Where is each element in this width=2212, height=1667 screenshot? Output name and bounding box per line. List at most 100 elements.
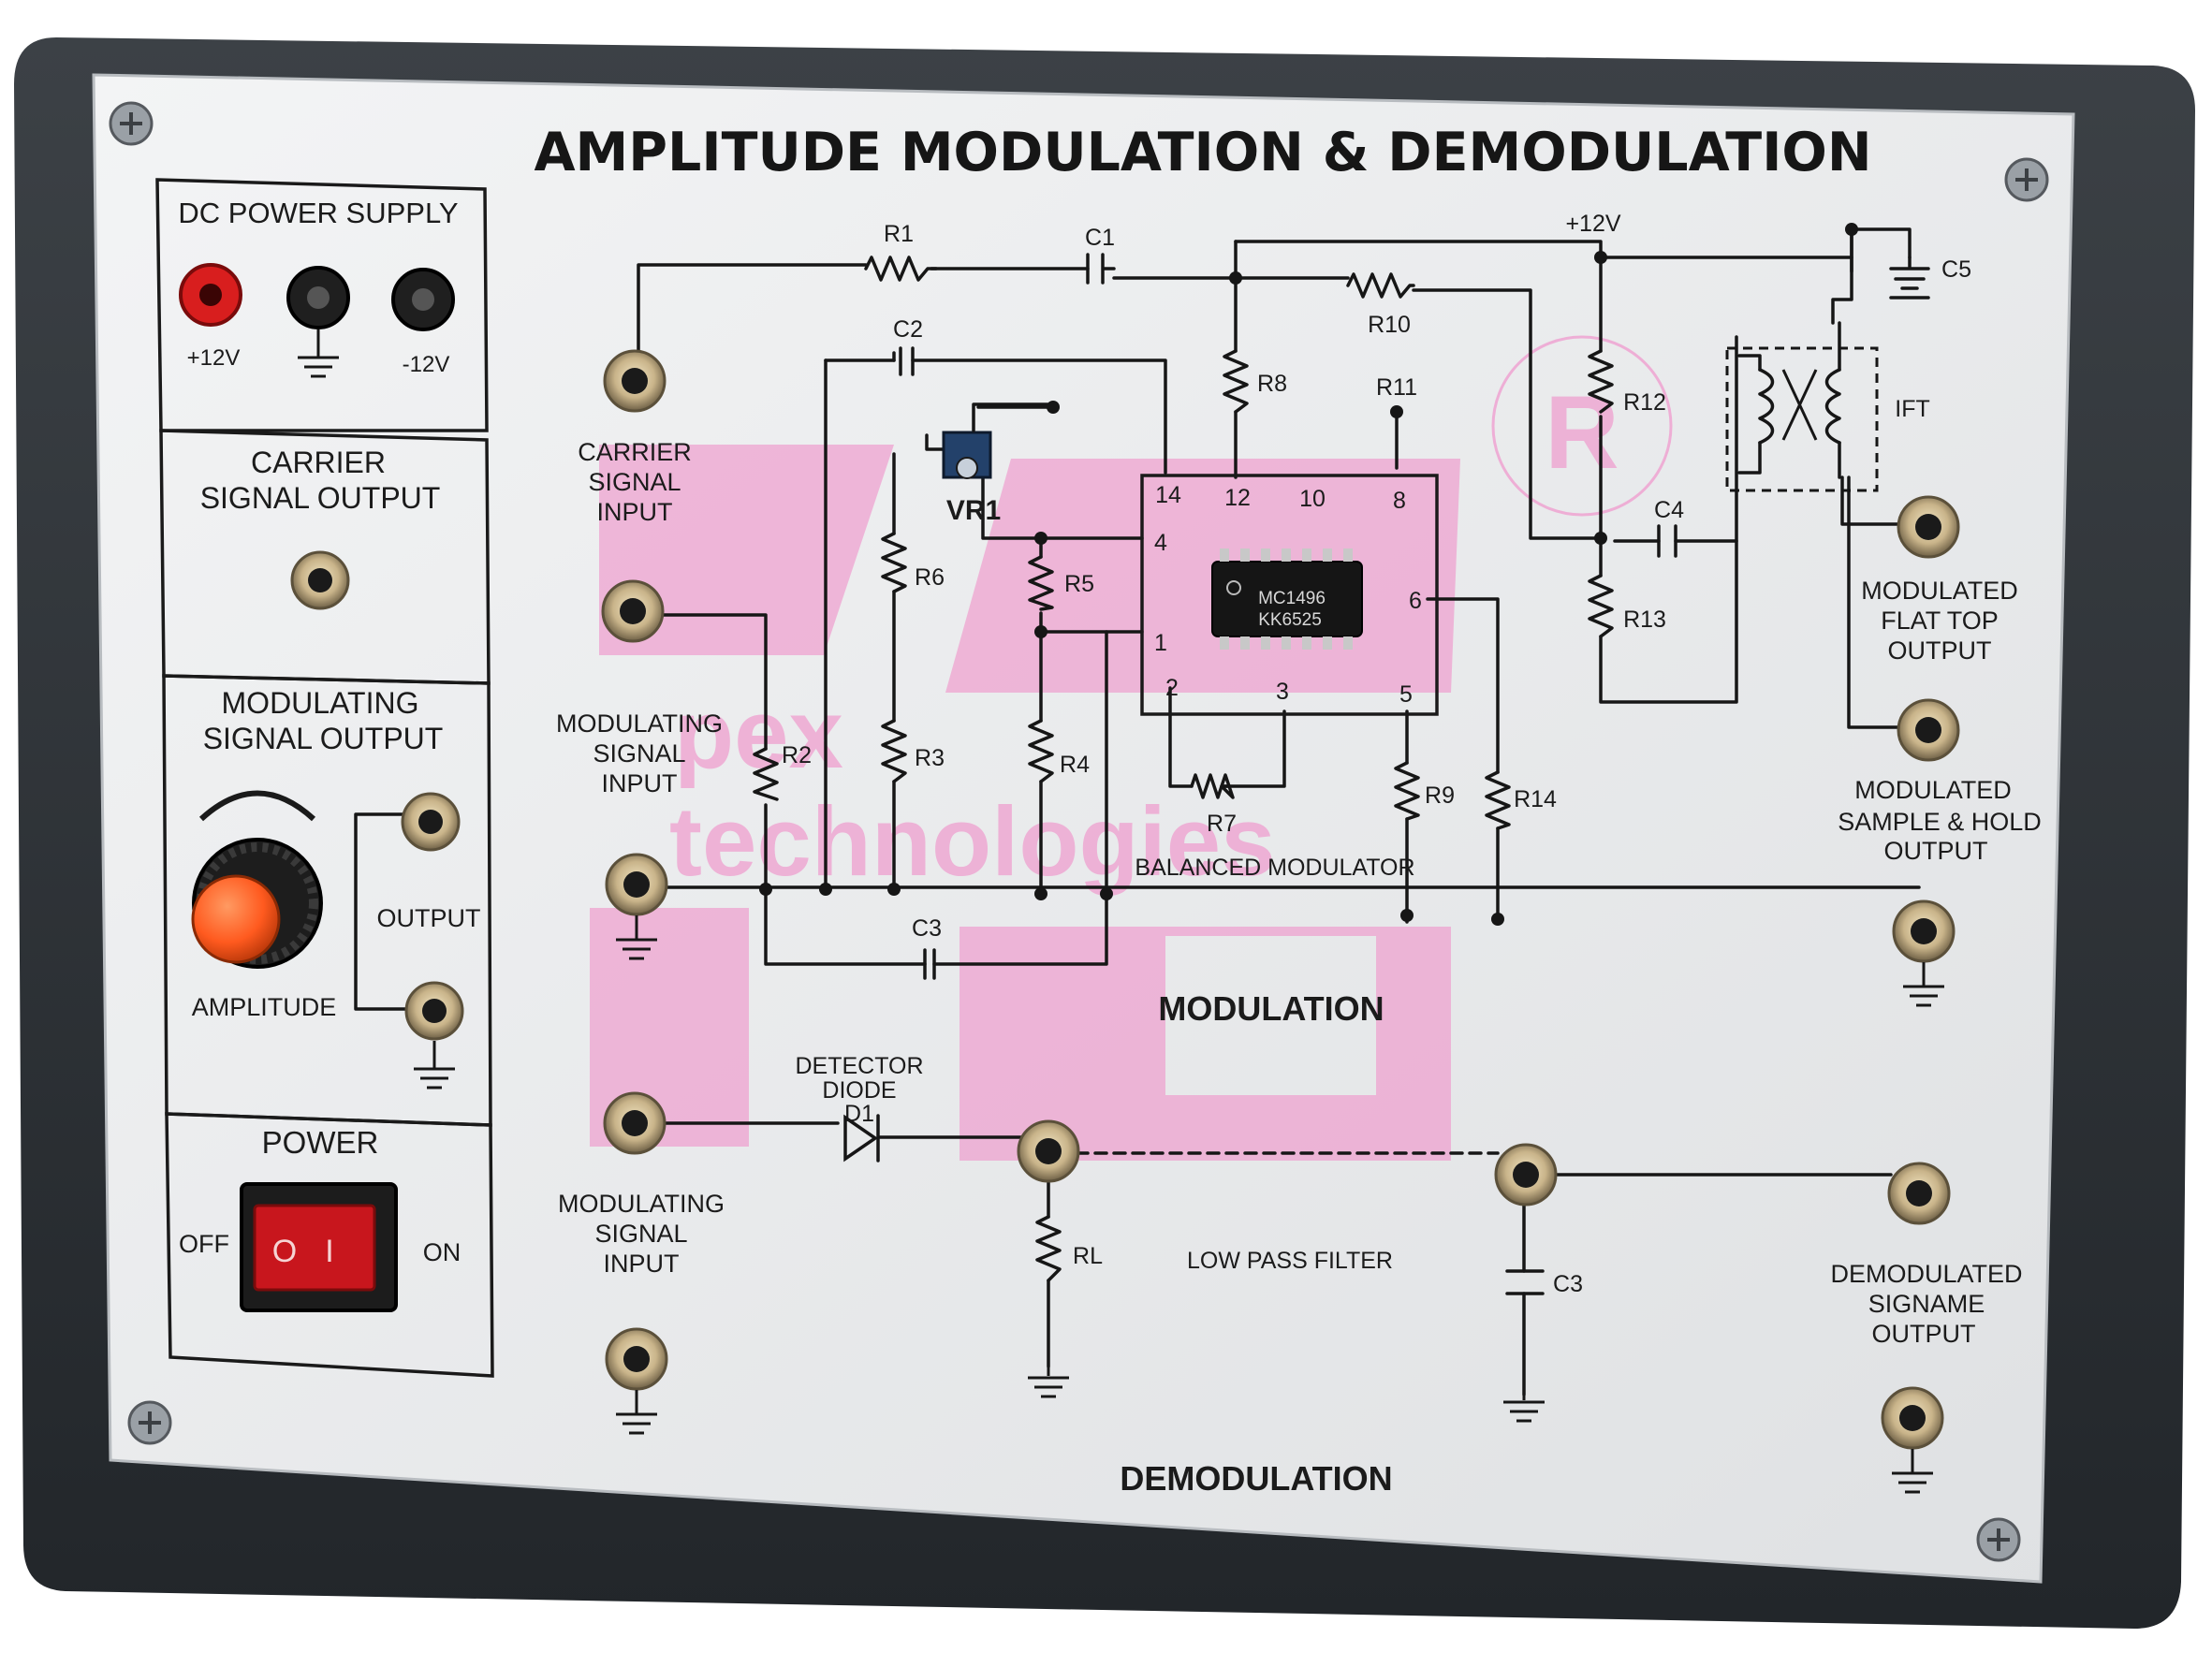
registered-mark: R xyxy=(1545,375,1619,490)
sample-hold-label-2: SAMPLE & HOLD xyxy=(1838,808,2042,836)
power-on-label: ON xyxy=(423,1238,461,1266)
ground-symbol-icon xyxy=(1028,1367,1069,1398)
ground-symbol-icon xyxy=(616,1390,657,1435)
ic-pin-1: 1 xyxy=(1154,630,1167,656)
resistor-r5 xyxy=(1028,555,1054,611)
label-r12: R12 xyxy=(1623,389,1666,416)
modulation-section-label: MODULATION xyxy=(1158,989,1384,1028)
resistor-r7 xyxy=(1190,773,1235,799)
capacitor-c3-lpf xyxy=(1505,1269,1545,1295)
minus12v-terminal[interactable] xyxy=(391,268,455,331)
resistor-r14 xyxy=(1485,770,1511,830)
detector-label-2: DIODE xyxy=(822,1077,896,1104)
capacitor-c1 xyxy=(1086,253,1116,285)
vr1-potentiometer[interactable] xyxy=(942,402,1055,479)
plus12v-label: +12V xyxy=(187,345,241,371)
label-rl: RL xyxy=(1073,1243,1103,1269)
modulation-ground-jack[interactable] xyxy=(605,853,668,916)
balanced-modulator-label: BALANCED MODULATOR xyxy=(1135,855,1414,881)
demodulation-ground-jack[interactable] xyxy=(605,1327,668,1391)
power-label: POWER xyxy=(262,1125,379,1160)
modulating-input-jack-bottom[interactable] xyxy=(603,1091,667,1155)
modulated-sample-hold-output-jack[interactable] xyxy=(1897,698,1960,762)
detector-label-1: DETECTOR xyxy=(795,1053,923,1079)
label-r10: R10 xyxy=(1368,312,1411,338)
minus12v-label: -12V xyxy=(403,352,450,377)
flat-top-label-3: OUTPUT xyxy=(1888,636,1992,665)
demodulated-label-3: OUTPUT xyxy=(1872,1320,1976,1348)
label-r7: R7 xyxy=(1207,811,1237,837)
ift-transformer xyxy=(1725,321,1879,492)
ground-terminal[interactable] xyxy=(286,266,350,329)
modulating-input-bottom-label-3: INPUT xyxy=(604,1250,680,1278)
demodulation-section-label: DEMODULATION xyxy=(1120,1459,1392,1498)
modulating-input-top-label-1: MODULATING xyxy=(556,709,723,738)
label-c4: C4 xyxy=(1654,497,1684,523)
plus12v-terminal[interactable] xyxy=(179,263,242,327)
label-r3: R3 xyxy=(915,745,945,771)
label-r4: R4 xyxy=(1060,752,1090,778)
modulating-output-label-1: MODULATING xyxy=(222,686,419,720)
dc-supply-title: DC POWER SUPPLY xyxy=(178,197,458,229)
label-r14: R14 xyxy=(1514,786,1557,812)
amplitude-arc-icon xyxy=(198,790,316,822)
ic-pin-6: 6 xyxy=(1409,588,1422,614)
modulating-input-bottom-label-1: MODULATING xyxy=(558,1190,725,1218)
modulating-input-bottom-label-2: SIGNAL xyxy=(594,1220,687,1248)
ground-symbol-icon xyxy=(1903,962,1944,1007)
modulating-input-jack-top[interactable] xyxy=(601,579,665,643)
label-c2: C2 xyxy=(893,316,923,343)
capacitor-c3 xyxy=(923,948,936,980)
label-r8: R8 xyxy=(1257,371,1287,397)
carrier-output-label-2: SIGNAL OUTPUT xyxy=(200,481,441,515)
screw-bottom-right xyxy=(1976,1517,2021,1562)
capacitor-c5-ground xyxy=(1889,256,1930,300)
ground-symbol-icon xyxy=(1892,1449,1933,1494)
low-pass-filter-jack[interactable] xyxy=(1494,1143,1558,1206)
amplitude-knob[interactable] xyxy=(191,838,323,969)
carrier-output-jack[interactable] xyxy=(290,550,350,610)
detector-output-jack[interactable] xyxy=(1017,1119,1080,1183)
resistor-r4 xyxy=(1028,719,1054,783)
resistor-r9 xyxy=(1394,761,1420,821)
demodulated-ground-jack[interactable] xyxy=(1881,1386,1944,1450)
resistor-rl xyxy=(1035,1215,1062,1282)
capacitor-c2 xyxy=(892,346,915,376)
demodulated-output-jack[interactable] xyxy=(1887,1162,1951,1225)
ic-pin-8: 8 xyxy=(1393,488,1406,514)
label-c1: C1 xyxy=(1085,225,1115,251)
carrier-input-jack[interactable] xyxy=(603,349,667,413)
front-panel xyxy=(92,73,2075,1584)
label-vr1: VR1 xyxy=(946,495,1001,526)
modulation-wires xyxy=(637,227,1930,966)
output-label: OUTPUT xyxy=(377,904,481,932)
watermark-logo: R pex technologies xyxy=(590,335,1673,1161)
label-c5: C5 xyxy=(1941,256,1971,283)
modulation-output-ground-jack[interactable] xyxy=(1892,899,1956,963)
label-r1: R1 xyxy=(884,221,914,247)
detector-diode-icon xyxy=(843,1114,880,1163)
panel-title: AMPLITUDE MODULATION & DEMODULATION xyxy=(534,122,1871,183)
ic-pin-14: 14 xyxy=(1155,482,1181,508)
sample-hold-label-1: MODULATED xyxy=(1854,776,2012,804)
label-c3: C3 xyxy=(912,915,942,942)
modulating-output-jack[interactable] xyxy=(401,792,461,852)
resistor-r2 xyxy=(753,747,779,801)
left-column xyxy=(155,178,494,1378)
resistor-r13 xyxy=(1588,574,1614,638)
ic-pin-12: 12 xyxy=(1224,485,1251,511)
power-switch[interactable]: O I xyxy=(240,1182,398,1312)
detector-label-3: D1 xyxy=(844,1101,874,1127)
ic-pin-4: 4 xyxy=(1154,530,1167,556)
ic-pin-2: 2 xyxy=(1165,675,1179,701)
ic-part-number: MC1496 xyxy=(1258,589,1326,608)
resistor-r1 xyxy=(864,256,938,282)
ground-symbol-icon xyxy=(1503,1395,1545,1423)
watermark-technologies: technologies xyxy=(669,787,1276,897)
carrier-input-label-3: INPUT xyxy=(597,498,673,526)
capacitor-c4 xyxy=(1657,524,1677,558)
modulated-flat-top-output-jack[interactable] xyxy=(1897,495,1960,559)
modulating-output-ground-jack[interactable] xyxy=(404,981,464,1041)
ground-symbol-icon xyxy=(616,915,657,960)
